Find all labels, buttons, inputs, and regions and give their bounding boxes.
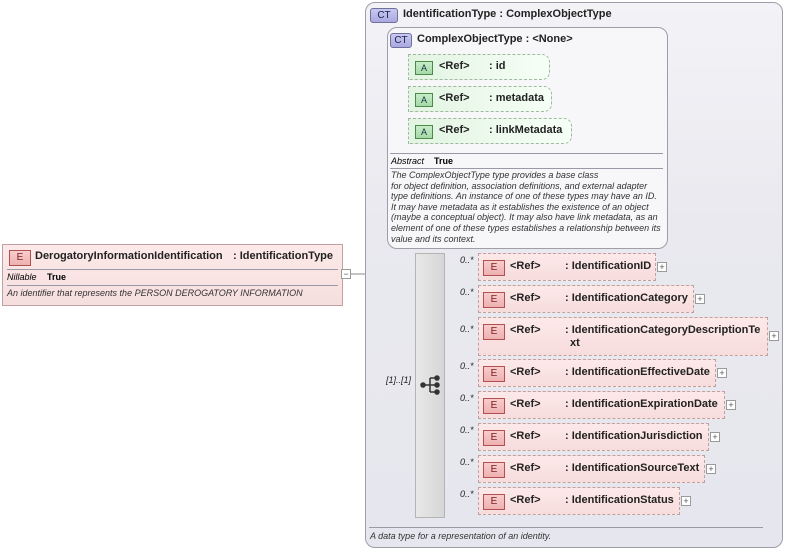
root-element-doc: An identifier that represents the PERSON… <box>7 288 303 298</box>
nillable-label: Nillable <box>7 272 37 282</box>
element-badge: E <box>483 494 505 510</box>
attribute-name: : id <box>489 60 506 72</box>
element-badge: E <box>483 366 505 382</box>
root-element-box[interactable]: E DerogatoryInformationIdentification : … <box>2 244 343 306</box>
element-identification-jurisdiction[interactable]: E <Ref> : IdentificationJurisdiction <box>478 423 709 451</box>
element-name: : IdentificationSourceText <box>565 462 700 474</box>
element-name-continued: xt <box>570 337 580 349</box>
expand-button[interactable]: + <box>717 368 727 378</box>
element-name: : IdentificationCategoryDescriptionTe <box>565 324 761 336</box>
element-badge: E <box>9 250 31 266</box>
element-ref: <Ref> <box>510 494 541 506</box>
outer-type-title: IdentificationType : ComplexObjectType <box>403 8 612 20</box>
attribute-ref: <Ref> <box>439 60 470 72</box>
element-identification-source-text[interactable]: E <Ref> : IdentificationSourceText <box>478 455 705 483</box>
element-badge: E <box>483 430 505 446</box>
collapse-button[interactable]: − <box>341 269 351 279</box>
expand-button[interactable]: + <box>695 294 705 304</box>
element-identification-category-description-text[interactable]: E <Ref> : IdentificationCategoryDescript… <box>478 317 768 356</box>
element-identification-id[interactable]: E <Ref> : IdentificationID <box>478 253 656 281</box>
sequence-multiplicity: [1]..[1] <box>386 375 412 385</box>
attribute-badge: A <box>415 93 433 107</box>
divider <box>7 269 338 270</box>
element-badge: E <box>483 260 505 276</box>
element-identification-status[interactable]: E <Ref> : IdentificationStatus <box>478 487 680 515</box>
divider <box>390 168 663 169</box>
doc-line: value and its context. <box>391 233 476 244</box>
abstract-value: True <box>434 156 454 166</box>
attribute-name: : linkMetadata <box>489 124 563 136</box>
element-name: : IdentificationJurisdiction <box>565 430 703 442</box>
divider <box>369 527 763 528</box>
element-multiplicity: 0..* <box>460 393 474 403</box>
doc-line: It may have metadata as it establishes t… <box>391 201 649 212</box>
element-identification-expiration-date[interactable]: E <Ref> : IdentificationExpirationDate <box>478 391 725 419</box>
complex-type-badge: CT <box>370 8 398 23</box>
element-multiplicity: 0..* <box>460 489 474 499</box>
element-ref: <Ref> <box>510 462 541 474</box>
element-multiplicity: 0..* <box>460 255 474 265</box>
attribute-name: : metadata <box>489 92 545 104</box>
sequence-icon <box>420 375 440 395</box>
expand-button[interactable]: + <box>710 432 720 442</box>
expand-button[interactable]: + <box>657 262 667 272</box>
element-multiplicity: 0..* <box>460 361 474 371</box>
element-identification-category[interactable]: E <Ref> : IdentificationCategory <box>478 285 694 313</box>
expand-button[interactable]: + <box>706 464 716 474</box>
expand-button[interactable]: + <box>726 400 736 410</box>
inner-type-title: ComplexObjectType : <None> <box>417 33 573 45</box>
attribute-link-metadata[interactable]: A <Ref> : linkMetadata <box>408 118 572 144</box>
element-badge: E <box>483 324 505 340</box>
element-name: : IdentificationExpirationDate <box>565 398 718 410</box>
doc-line: The ComplexObjectType type provides a ba… <box>391 170 599 180</box>
outer-type-doc: A data type for a representation of an i… <box>370 531 552 541</box>
element-ref: <Ref> <box>510 324 541 336</box>
root-element-type: : IdentificationType <box>233 250 334 262</box>
attribute-metadata[interactable]: A <Ref> : metadata <box>408 86 552 112</box>
attribute-badge: A <box>415 61 433 75</box>
element-multiplicity: 0..* <box>460 425 474 435</box>
attribute-ref: <Ref> <box>439 92 470 104</box>
doc-line: for object definition, association defin… <box>391 180 648 191</box>
nillable-value: True <box>47 272 67 282</box>
element-multiplicity: 0..* <box>460 287 474 297</box>
divider <box>7 285 338 286</box>
doc-line: (maybe a conceptual object). It may also… <box>391 212 658 223</box>
sequence-compositor[interactable] <box>415 253 445 518</box>
expand-button[interactable]: + <box>681 496 691 506</box>
divider <box>390 153 663 154</box>
element-name: : IdentificationStatus <box>565 494 674 506</box>
doc-line: element of one of these types establishe… <box>391 222 661 233</box>
element-badge: E <box>483 398 505 414</box>
element-ref: <Ref> <box>510 398 541 410</box>
abstract-label: Abstract <box>391 156 425 166</box>
element-name: : IdentificationEffectiveDate <box>565 366 710 378</box>
element-ref: <Ref> <box>510 260 541 272</box>
inner-type-doc: The ComplexObjectType type provides a ba… <box>391 170 665 244</box>
attribute-ref: <Ref> <box>439 124 470 136</box>
doc-line: type definitions. An instance of one of … <box>391 191 657 202</box>
element-name: : IdentificationID <box>565 260 652 272</box>
element-ref: <Ref> <box>510 366 541 378</box>
element-multiplicity: 0..* <box>460 324 474 334</box>
attribute-badge: A <box>415 125 433 139</box>
element-badge: E <box>483 292 505 308</box>
element-badge: E <box>483 462 505 478</box>
element-name: : IdentificationCategory <box>565 292 688 304</box>
element-ref: <Ref> <box>510 292 541 304</box>
element-ref: <Ref> <box>510 430 541 442</box>
element-identification-effective-date[interactable]: E <Ref> : IdentificationEffectiveDate <box>478 359 716 387</box>
attribute-id[interactable]: A <Ref> : id <box>408 54 550 80</box>
root-element-name: DerogatoryInformationIdentification <box>35 250 223 262</box>
expand-button[interactable]: + <box>769 331 779 341</box>
complex-type-badge: CT <box>390 33 412 48</box>
collapse-symbol: − <box>343 269 349 279</box>
element-multiplicity: 0..* <box>460 457 474 467</box>
